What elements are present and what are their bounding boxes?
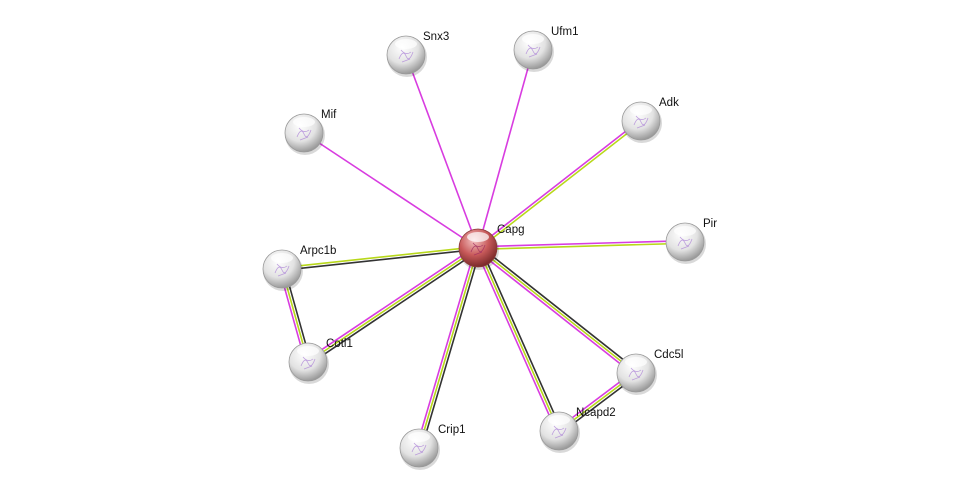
node-highlight [271, 253, 293, 263]
node-ncapd2[interactable]: Ncapd2 [539, 407, 616, 453]
edge-line-neighborhood [478, 242, 686, 251]
edge-line-neighborhood [478, 121, 643, 250]
node-highlight [297, 346, 319, 356]
node-ufm1[interactable]: Ufm1 [513, 26, 578, 72]
protein-structure-icon [398, 49, 414, 63]
node-highlight [548, 415, 570, 425]
node-label: Arpc1b [300, 245, 336, 257]
node-pir[interactable]: Pir [665, 218, 717, 264]
node-snx3[interactable]: Snx3 [386, 31, 449, 77]
protein-structure-icon [411, 442, 427, 456]
edge-line-coexpression [420, 248, 482, 449]
node-label: Adk [659, 97, 679, 109]
node-label: Cotl1 [326, 338, 353, 350]
edge-line-coexpression [282, 248, 479, 272]
node-adk[interactable]: Adk [621, 97, 679, 143]
node-capg[interactable]: Capg [458, 224, 525, 270]
node-crip1[interactable]: Crip1 [399, 424, 465, 470]
edge-capg-cotl1[interactable] [306, 245, 480, 365]
node-highlight [408, 432, 430, 442]
edge-line-textmining [415, 247, 477, 448]
node-label: Capg [497, 224, 525, 236]
node-cdc5l[interactable]: Cdc5l [616, 349, 683, 395]
edge-line-neighborhood [307, 247, 479, 363]
edge-line-neighborhood [418, 247, 479, 449]
edge-capg-arpc1b[interactable] [281, 245, 479, 272]
edge-line-textmining [475, 249, 635, 376]
edge-capg-pir[interactable] [477, 239, 686, 251]
node-highlight [522, 34, 544, 44]
protein-structure-icon [551, 425, 567, 439]
edge-capg-ufm1[interactable] [477, 49, 534, 249]
protein-structure-icon [300, 356, 316, 370]
node-label: Ufm1 [551, 26, 578, 38]
edge-capg-mif[interactable] [303, 132, 479, 249]
node-highlight [467, 232, 489, 242]
node-highlight [395, 39, 417, 49]
edge-line-coexpression [309, 249, 480, 365]
edge-capg-ncapd2[interactable] [474, 246, 563, 433]
node-label: Ncapd2 [576, 407, 616, 419]
edge-line-textmining [477, 239, 685, 248]
protein-structure-icon [677, 236, 693, 250]
node-mif[interactable]: Mif [284, 109, 337, 155]
protein-structure-icon [470, 242, 486, 256]
node-cotl1[interactable]: Cotl1 [288, 338, 353, 384]
edge-line-coexpression [479, 246, 563, 431]
node-label: Pir [703, 218, 717, 230]
edge-line-textmining [306, 245, 477, 361]
edge-capg-snx3[interactable] [405, 54, 479, 249]
edge-line-neighborhood [281, 245, 478, 269]
edge-line-textmining [303, 132, 479, 249]
protein-structure-icon [525, 44, 541, 58]
edge-line-neighborhood [477, 247, 637, 374]
node-label: Crip1 [438, 424, 465, 436]
node-highlight [674, 226, 696, 236]
node-highlight [630, 105, 652, 115]
edge-capg-crip1[interactable] [415, 247, 482, 449]
node-label: Snx3 [423, 31, 449, 43]
node-label: Cdc5l [654, 349, 683, 361]
edge-line-neighborhood [477, 247, 560, 432]
protein-structure-icon [296, 127, 312, 141]
node-label: Mif [321, 109, 337, 121]
edge-line-textmining [477, 49, 534, 249]
node-highlight [625, 357, 647, 367]
edge-capg-cdc5l[interactable] [475, 245, 639, 376]
node-arpc1b[interactable]: Arpc1b [262, 245, 336, 291]
edge-line-textmining [476, 119, 641, 248]
protein-structure-icon [628, 367, 644, 381]
edge-capg-adk[interactable] [476, 119, 643, 250]
edge-line-textmining [474, 248, 558, 433]
edge-line-coexpression [479, 245, 639, 372]
node-highlight [293, 117, 315, 127]
protein-structure-icon [633, 115, 649, 129]
edge-line-textmining [405, 54, 479, 249]
protein-structure-icon [274, 263, 290, 277]
